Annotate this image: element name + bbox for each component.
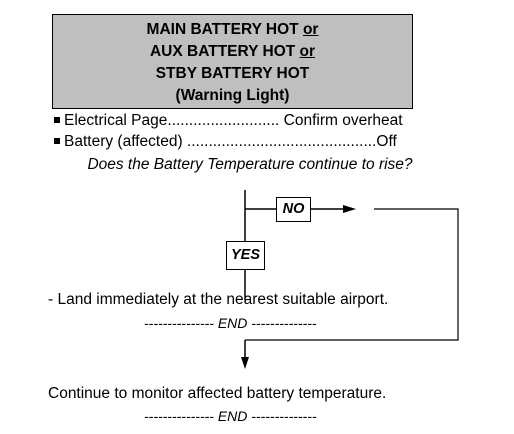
title-or-1: or xyxy=(302,21,319,38)
no-arrow-head-icon xyxy=(343,205,356,213)
step-battery-off: Battery (affected) .....................… xyxy=(54,133,397,151)
decision-question: Does the Battery Temperature continue to… xyxy=(87,156,413,173)
end-marker-2: --------------- END -------------- xyxy=(144,408,317,424)
no-action-text: Continue to monitor affected battery tem… xyxy=(48,385,387,402)
down-arrow-head-icon xyxy=(241,357,249,369)
yes-branch-box: YES xyxy=(226,241,265,270)
procedure-title-box: MAIN BATTERY HOT or AUX BATTERY HOT or S… xyxy=(52,14,413,109)
yes-action-text: - Land immediately at the nearest suitab… xyxy=(48,291,389,308)
bullet-icon xyxy=(54,137,60,144)
title-line-aux: AUX BATTERY HOT or xyxy=(149,43,316,60)
step-electrical-page: Electrical Page.........................… xyxy=(54,112,403,130)
no-branch-box: NO xyxy=(276,197,311,222)
return-path-line xyxy=(245,208,459,341)
title-line-stby: STBY BATTERY HOT xyxy=(155,65,310,82)
title-line-warning: (Warning Light) xyxy=(175,87,290,104)
bullet-icon xyxy=(54,116,60,123)
end-marker-1: --------------- END -------------- xyxy=(144,315,317,331)
title-line-main: MAIN BATTERY HOT or xyxy=(146,21,319,38)
title-or-2: or xyxy=(299,43,316,60)
